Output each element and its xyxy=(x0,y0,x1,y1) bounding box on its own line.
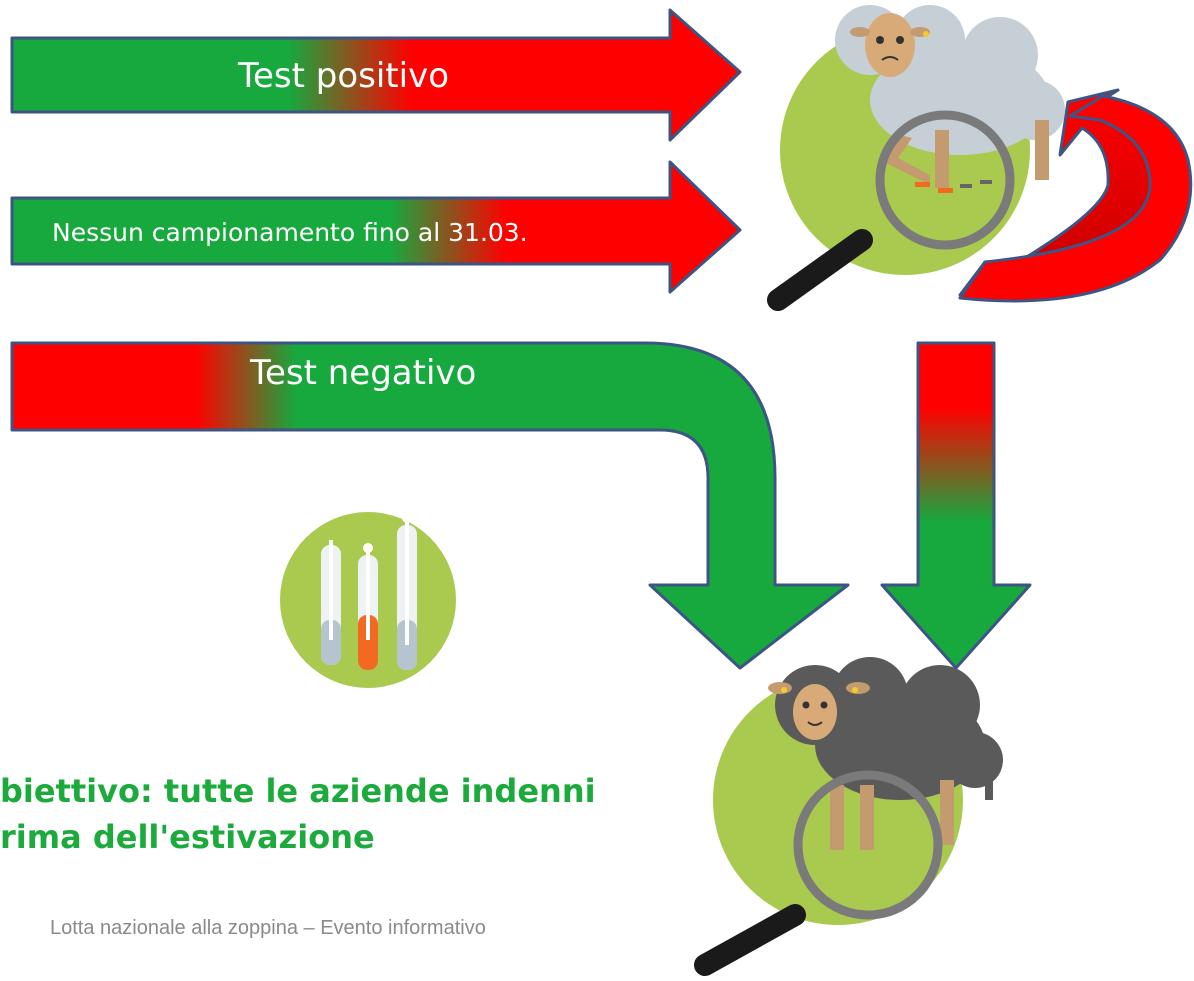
arrow-test-positivo xyxy=(10,8,742,142)
no-sampling-label: Nessun campionamento fino al 31.03. xyxy=(52,218,528,247)
objective-text: biettivo: tutte le aziende indenni rima … xyxy=(0,768,596,860)
test-positivo-label: Test positivo xyxy=(238,56,450,96)
arrow-test-negativo xyxy=(10,341,850,670)
curved-return-arrow-icon xyxy=(958,88,1193,303)
objective-line-1: biettivo: tutte le aziende indenni xyxy=(0,772,596,810)
arrow-down-to-healthy xyxy=(880,341,1032,670)
magnifier-icon xyxy=(767,110,1015,311)
sick-sheep-icon xyxy=(780,5,1065,275)
objective-line-2: rima dell'estivazione xyxy=(0,818,375,856)
test-negativo-label: Test negativo xyxy=(250,353,477,393)
arrow-no-sampling xyxy=(10,160,742,294)
test-tubes-icon xyxy=(280,512,456,688)
footer-text: Lotta nazionale alla zoppina – Evento in… xyxy=(50,917,486,939)
magnifier-icon xyxy=(694,770,943,976)
healthy-sheep-icon xyxy=(713,657,1003,925)
